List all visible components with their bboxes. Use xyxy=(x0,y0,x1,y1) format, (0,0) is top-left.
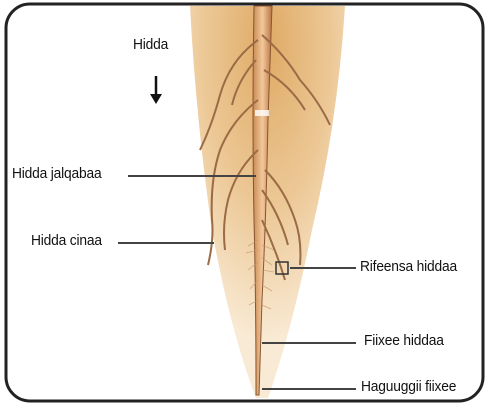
label-root-tip: Fiixee hiddaa xyxy=(364,332,444,349)
taproot-highlight xyxy=(255,110,269,116)
label-root-cap: Haguuggii fiixee xyxy=(361,378,456,395)
label-secondary-root: Hidda cinaa xyxy=(31,232,102,249)
label-primary-root: Hidda jalqabaa xyxy=(12,165,101,182)
label-title-arrow: Hidda xyxy=(133,36,168,53)
label-root-hair: Rifeensa hiddaa xyxy=(360,258,457,275)
